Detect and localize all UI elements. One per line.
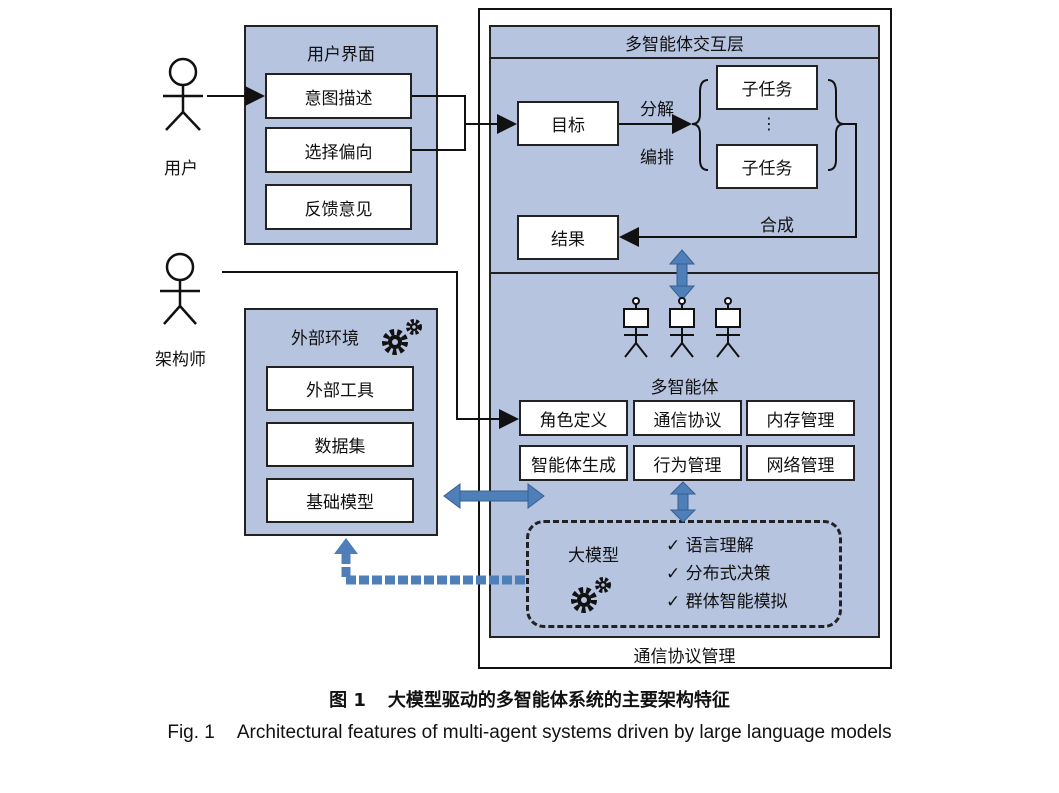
module-role-definition-label: 角色定义 xyxy=(539,410,608,431)
architect-figure-icon xyxy=(160,252,200,325)
architect-actor-label: 架构师 xyxy=(155,350,206,370)
gear-icon xyxy=(382,319,422,355)
gear-icon xyxy=(571,577,611,613)
module-network-management: 网络管理 xyxy=(746,445,855,481)
goal-label: 目标 xyxy=(551,116,585,136)
caption-chinese: 图 1 大模型驱动的多智能体系统的主要架构特征 xyxy=(0,686,1059,712)
caption-chinese-number: 图 1 xyxy=(329,690,366,711)
subtasks-right-brace xyxy=(827,79,845,171)
arrow-synthesize-to-result xyxy=(619,123,857,247)
caption-chinese-text: 大模型驱动的多智能体系统的主要架构特征 xyxy=(387,690,730,711)
agent-robot-icon xyxy=(623,297,649,358)
external-env-title: 外部环境 xyxy=(291,329,359,349)
capability-language-understanding: ✓ 语言理解 xyxy=(666,536,754,556)
intent-description-box: 意图描述 xyxy=(265,73,412,119)
intent-description-label: 意图描述 xyxy=(304,88,373,109)
capability-distributed-decision: ✓ 分布式决策 xyxy=(666,564,771,584)
preference-selection-label: 选择偏向 xyxy=(304,142,373,163)
dataset-box: 数据集 xyxy=(266,422,414,467)
interaction-layer-title-bar: 多智能体交互层 xyxy=(489,25,880,59)
user-interface-title: 用户界面 xyxy=(307,45,375,65)
feedback-box: 反馈意见 xyxy=(265,184,412,230)
subtasks-left-brace xyxy=(691,79,709,171)
subtask-ellipsis: ⋮ xyxy=(761,114,777,133)
capability-swarm-intelligence: ✓ 群体智能模拟 xyxy=(666,592,788,612)
result-box: 结果 xyxy=(517,215,619,260)
interaction-layer-title: 多智能体交互层 xyxy=(625,34,744,55)
module-network-management-label: 网络管理 xyxy=(766,455,835,476)
arrow-llm-to-external-env xyxy=(334,538,525,585)
synthesize-label: 合成 xyxy=(760,216,794,236)
dataset-label: 数据集 xyxy=(314,437,366,457)
caption-english-number: Fig. 1 xyxy=(167,722,215,743)
agent-robot-icon xyxy=(669,297,695,358)
agent-robot-icon xyxy=(715,297,741,358)
external-tools-box: 外部工具 xyxy=(266,366,414,411)
multi-agent-title: 多智能体 xyxy=(650,378,719,398)
module-communication-protocol-label: 通信协议 xyxy=(653,410,722,431)
footer-label: 通信协议管理 xyxy=(633,647,736,667)
external-tools-label: 外部工具 xyxy=(306,381,374,401)
subtask-label-1: 子任务 xyxy=(741,80,793,100)
arrow-architect-to-modules xyxy=(222,271,519,429)
user-actor-label: 用户 xyxy=(164,159,198,179)
llm-title: 大模型 xyxy=(568,546,619,566)
arrow-foundation-agents-bidirectional xyxy=(443,483,545,509)
module-role-definition: 角色定义 xyxy=(519,400,628,436)
module-behavior-management: 行为管理 xyxy=(633,445,742,481)
foundation-model-box: 基础模型 xyxy=(266,478,414,523)
arrow-modules-llm-bidirectional xyxy=(669,481,697,523)
subtask-label-2: 子任务 xyxy=(741,159,793,179)
module-memory-management: 内存管理 xyxy=(746,400,855,436)
module-communication-protocol: 通信协议 xyxy=(633,400,742,436)
orchestrate-label: 编排 xyxy=(640,148,674,168)
module-memory-management-label: 内存管理 xyxy=(766,410,835,431)
caption-english: Fig. 1 Architectural features of multi-ag… xyxy=(0,722,1059,744)
feedback-label: 反馈意见 xyxy=(304,199,373,220)
preference-selection-box: 选择偏向 xyxy=(265,127,412,173)
arrow-result-agents-bidirectional xyxy=(668,249,696,301)
goal-box: 目标 xyxy=(517,101,619,146)
subtask-box-2: 子任务 xyxy=(716,144,818,189)
module-agent-generation-label: 智能体生成 xyxy=(531,455,616,476)
result-label: 结果 xyxy=(551,230,585,250)
subtask-box-1: 子任务 xyxy=(716,65,818,110)
module-behavior-management-label: 行为管理 xyxy=(653,455,722,476)
caption-english-text: Architectural features of multi-agent sy… xyxy=(236,722,892,743)
module-agent-generation: 智能体生成 xyxy=(519,445,628,481)
user-figure-icon xyxy=(163,57,203,131)
arrow-ui-to-goal xyxy=(412,95,517,151)
decompose-label: 分解 xyxy=(640,100,674,120)
foundation-model-label: 基础模型 xyxy=(306,493,374,513)
